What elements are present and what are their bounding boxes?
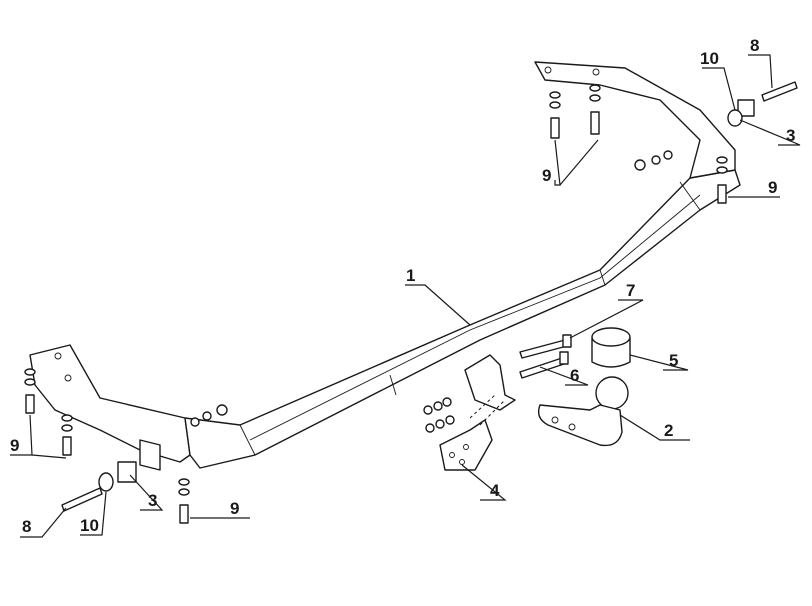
ball-cap-part-5 xyxy=(591,327,631,368)
callout-9-right: 9 xyxy=(768,178,777,197)
callout-3-right: 3 xyxy=(786,126,795,145)
tow-ball-part-2 xyxy=(537,376,629,447)
callout-9-left-bottom: 9 xyxy=(230,499,239,518)
crossbar-part-1 xyxy=(29,61,741,471)
callout-8-right: 8 xyxy=(750,36,759,55)
callout-9-right-top: 9 xyxy=(542,166,551,185)
callout-10-left: 10 xyxy=(80,516,99,535)
bracket-nuts xyxy=(423,397,455,433)
callout-3-left: 3 xyxy=(148,491,157,510)
right-fasteners xyxy=(549,81,798,204)
callout-2: 2 xyxy=(664,421,673,440)
bolts-part-6-7 xyxy=(519,334,572,379)
callout-10-right: 10 xyxy=(700,49,719,68)
callout-5: 5 xyxy=(669,351,678,370)
callout-8-left: 8 xyxy=(22,517,31,536)
callout-1: 1 xyxy=(406,266,415,285)
leader-lines xyxy=(10,54,801,538)
callout-4: 4 xyxy=(490,481,500,500)
socket-plate-part-4 xyxy=(439,394,506,471)
callout-9-left: 9 xyxy=(10,436,19,455)
callout-7: 7 xyxy=(626,281,635,300)
left-fasteners xyxy=(24,368,228,524)
callout-labels: 1 2 3 3 4 5 6 7 8 8 9 9 9 9 10 10 xyxy=(10,36,795,536)
callout-6: 6 xyxy=(570,366,579,385)
